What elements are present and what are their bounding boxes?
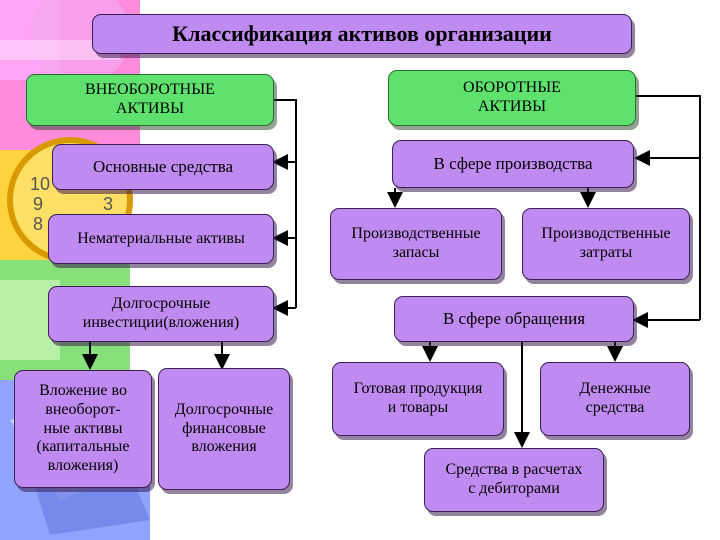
circulation-sphere-box: В сфере обращения bbox=[394, 296, 634, 342]
fixed-assets-box: Основные средства bbox=[52, 144, 274, 190]
production-costs-box: Производственные затраты bbox=[522, 208, 690, 280]
svg-text:9: 9 bbox=[33, 194, 43, 214]
receivables-box: Средства в расчетах с дебиторами bbox=[424, 448, 604, 512]
finished-goods-box: Готовая продукция и товары bbox=[332, 362, 504, 436]
capital-investments-box: Вложение во внеоборот- ные активы (капит… bbox=[14, 370, 152, 488]
diagram-title: Классификация активов организации bbox=[92, 14, 632, 54]
long-term-investments-box: Долгосрочные инвестиции(вложения) bbox=[48, 286, 274, 342]
current-assets-header: ОБОРОТНЫЕ АКТИВЫ bbox=[388, 70, 636, 126]
intangible-assets-box: Нематериальные активы bbox=[48, 214, 274, 264]
svg-text:8: 8 bbox=[33, 214, 43, 234]
production-sphere-box: В сфере производства bbox=[392, 140, 634, 188]
cash-box: Денежные средства bbox=[540, 362, 690, 436]
non-current-assets-header: ВНЕОБОРОТНЫЕ АКТИВЫ bbox=[26, 74, 274, 126]
svg-text:10: 10 bbox=[30, 174, 50, 194]
long-term-financial-investments-box: Долгосрочные финансовые вложения bbox=[158, 368, 290, 490]
production-stocks-box: Производственные запасы bbox=[330, 208, 502, 280]
svg-text:3: 3 bbox=[103, 194, 113, 214]
